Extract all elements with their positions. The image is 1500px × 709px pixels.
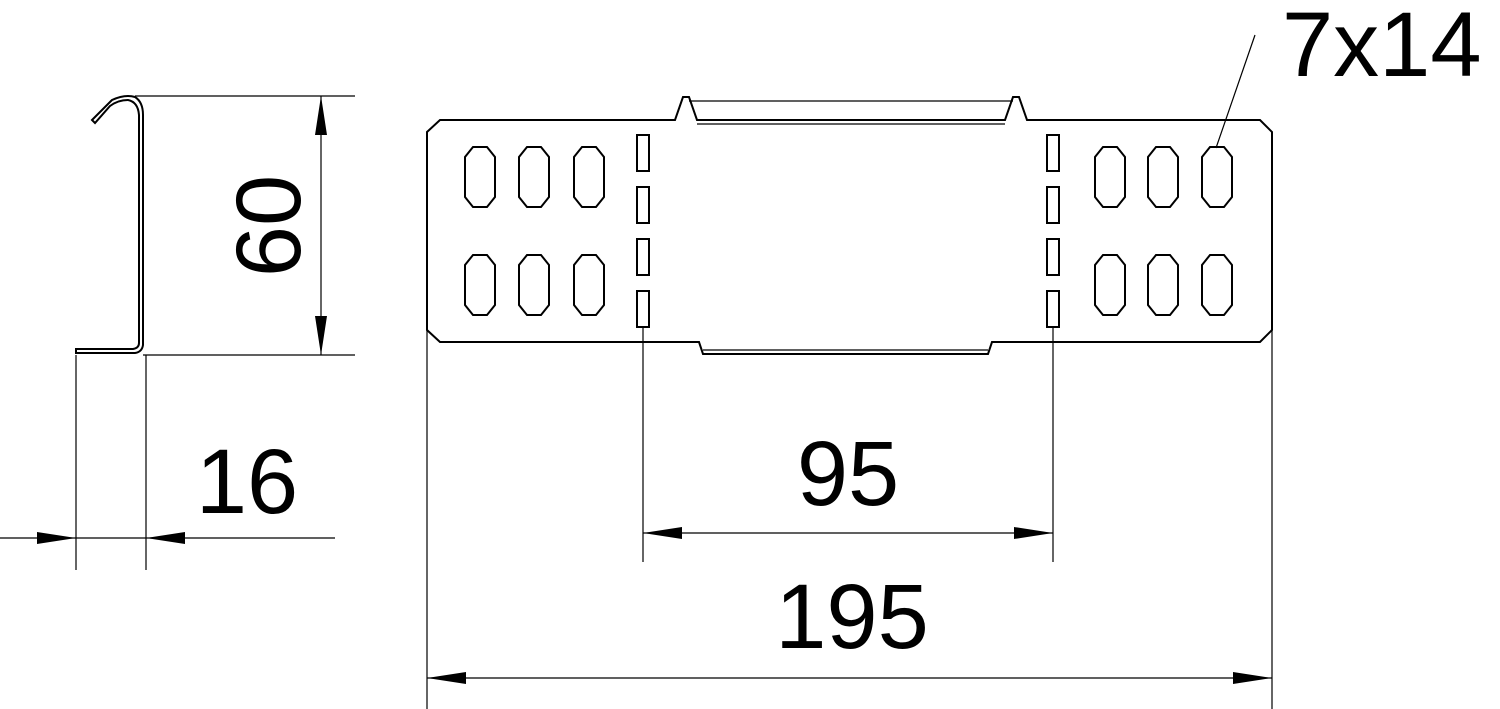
- height-dimension: 60: [135, 95, 355, 356]
- rect-slot: [636, 186, 650, 224]
- slot-spacing-label: 95: [797, 423, 899, 525]
- slot-spacing-dimension: 95: [642, 327, 1054, 562]
- flange-label: 16: [196, 431, 298, 533]
- total-width-dimension: 195: [426, 330, 1273, 709]
- oval-slot: [1147, 254, 1179, 316]
- rect-slot: [1046, 290, 1060, 328]
- oval-slot: [1094, 146, 1126, 208]
- slot-size-label: 7x14: [1282, 0, 1482, 96]
- oval-slot: [518, 146, 550, 208]
- rect-slot: [636, 290, 650, 328]
- rect-slot: [1046, 134, 1060, 172]
- slots: [464, 134, 1233, 328]
- oval-slot: [573, 146, 605, 208]
- oval-slot: [518, 254, 550, 316]
- oval-slot: [1201, 254, 1233, 316]
- oval-slot: [1094, 254, 1126, 316]
- side-profile: [75, 95, 144, 354]
- oval-slot: [1147, 146, 1179, 208]
- rect-slot: [636, 134, 650, 172]
- connector-plate: [426, 96, 1273, 355]
- oval-slot: [1201, 146, 1233, 208]
- total-width-label: 195: [775, 566, 929, 668]
- rect-slot: [1046, 186, 1060, 224]
- rect-slot: [636, 238, 650, 276]
- rect-slot: [1046, 238, 1060, 276]
- oval-slot: [573, 254, 605, 316]
- flange-dimension: 16: [0, 355, 335, 570]
- slot-size-callout: 7x14: [1215, 0, 1482, 149]
- oval-slot: [464, 146, 496, 208]
- height-label: 60: [218, 175, 320, 277]
- oval-slot: [464, 254, 496, 316]
